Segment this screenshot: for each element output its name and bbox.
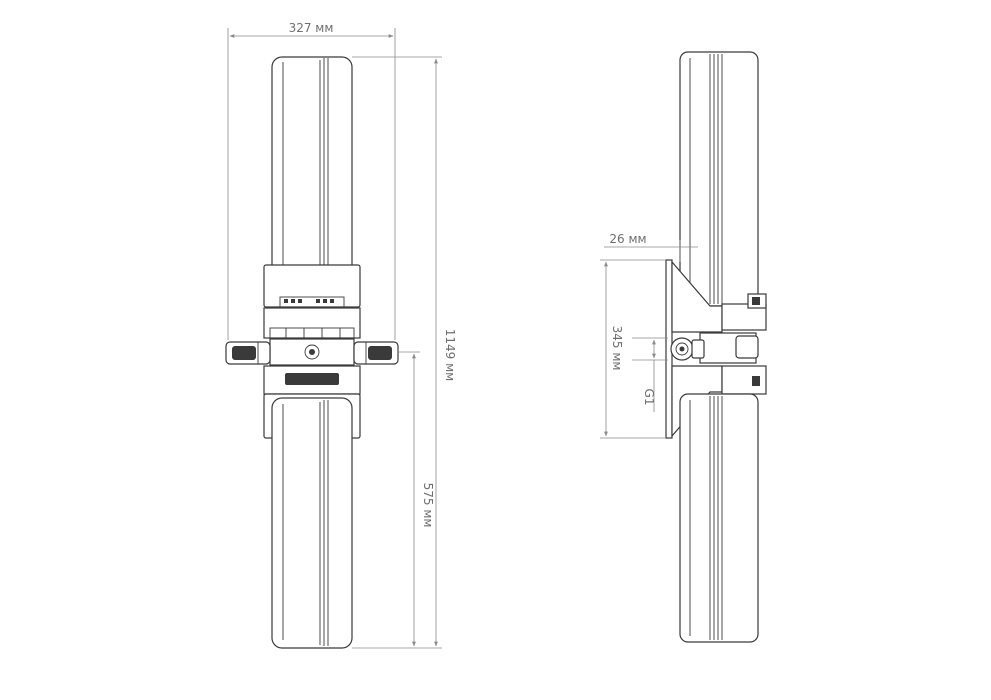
thread-label: G1 xyxy=(642,389,656,406)
width-label: 327 мм xyxy=(289,21,334,35)
total-height-label: 1149 мм xyxy=(443,329,457,381)
offset-label: 26 мм xyxy=(609,232,646,246)
span-label: 345 мм xyxy=(610,326,624,371)
lower-height-label: 575 мм xyxy=(421,483,435,528)
side-lower-housing xyxy=(679,393,759,643)
front-right-connector xyxy=(353,341,399,365)
front-view: 327 мм 1149 мм 575 мм xyxy=(225,21,457,649)
front-lower-housing xyxy=(271,397,353,649)
front-left-connector xyxy=(225,341,271,365)
side-upper-housing xyxy=(679,51,759,307)
front-upper-bracket xyxy=(263,264,361,308)
front-head-block xyxy=(263,307,361,339)
side-view: 26 мм 345 мм G1 xyxy=(600,51,767,643)
